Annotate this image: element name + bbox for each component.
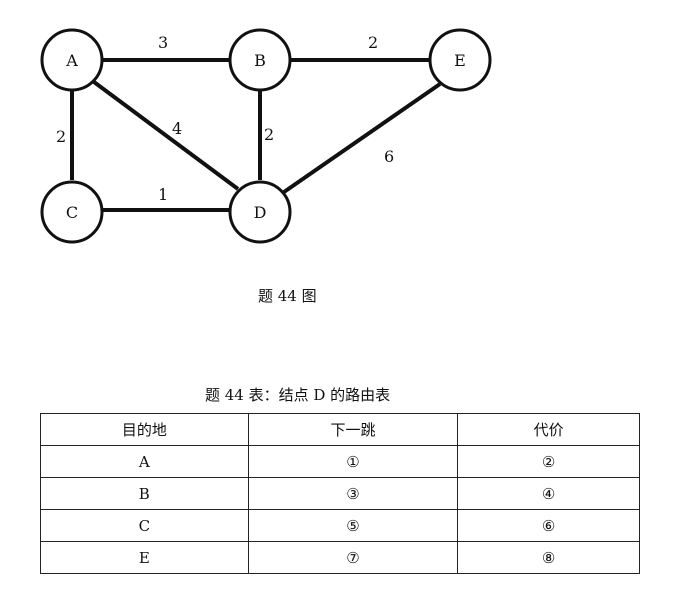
- node-label-e: E: [454, 51, 466, 70]
- header-next-hop: 下一跳: [247, 413, 459, 446]
- header-cost: 代价: [457, 413, 640, 446]
- table-title: 题 44 表：结点 D 的路由表: [205, 386, 391, 404]
- node-label-a: A: [65, 51, 78, 70]
- next-hop-cell: ⑦: [247, 541, 459, 574]
- network-graph: 3 2 2 4 2 1 6 A B E C D: [40, 28, 492, 244]
- node-d: [228, 180, 292, 244]
- node-label-c: C: [66, 203, 78, 222]
- edge-weight-b-d: 2: [264, 125, 274, 144]
- destination-cell: E: [40, 541, 249, 574]
- node-c: [40, 180, 104, 244]
- figure-caption: 题 44 图: [258, 287, 317, 305]
- next-hop-cell: ⑤: [247, 509, 459, 542]
- next-hop-cell: ①: [247, 445, 459, 478]
- table-row: E ⑦ ⑧: [40, 541, 640, 574]
- table-header-row: 目的地 下一跳 代价: [40, 413, 640, 446]
- edge-a-d: [92, 80, 240, 191]
- cost-cell: ②: [457, 445, 640, 478]
- edge-d-e: [282, 82, 442, 194]
- edge-weight-d-e: 6: [384, 147, 394, 166]
- next-hop-cell: ③: [247, 477, 459, 510]
- edge-weight-a-c: 2: [56, 127, 66, 146]
- cost-cell: ⑥: [457, 509, 640, 542]
- node-b: [228, 28, 292, 92]
- node-label-b: B: [254, 51, 266, 70]
- edge-weight-b-e: 2: [368, 33, 378, 52]
- header-destination: 目的地: [40, 413, 249, 446]
- edge-weight-a-d: 4: [172, 119, 182, 138]
- node-e: [428, 28, 492, 92]
- destination-cell: A: [40, 445, 249, 478]
- edge-weight-a-b: 3: [158, 33, 168, 52]
- edge-weight-c-d: 1: [158, 185, 168, 204]
- cost-cell: ⑧: [457, 541, 640, 574]
- cost-cell: ④: [457, 477, 640, 510]
- table-row: B ③ ④: [40, 477, 640, 510]
- node-a: [40, 28, 104, 92]
- table-row: A ① ②: [40, 445, 640, 478]
- destination-cell: C: [40, 509, 249, 542]
- destination-cell: B: [40, 477, 249, 510]
- node-label-d: D: [254, 203, 267, 222]
- routing-table: 目的地 下一跳 代价 A ① ② B ③ ④ C ⑤ ⑥ E ⑦ ⑧: [40, 413, 640, 574]
- table-row: C ⑤ ⑥: [40, 509, 640, 542]
